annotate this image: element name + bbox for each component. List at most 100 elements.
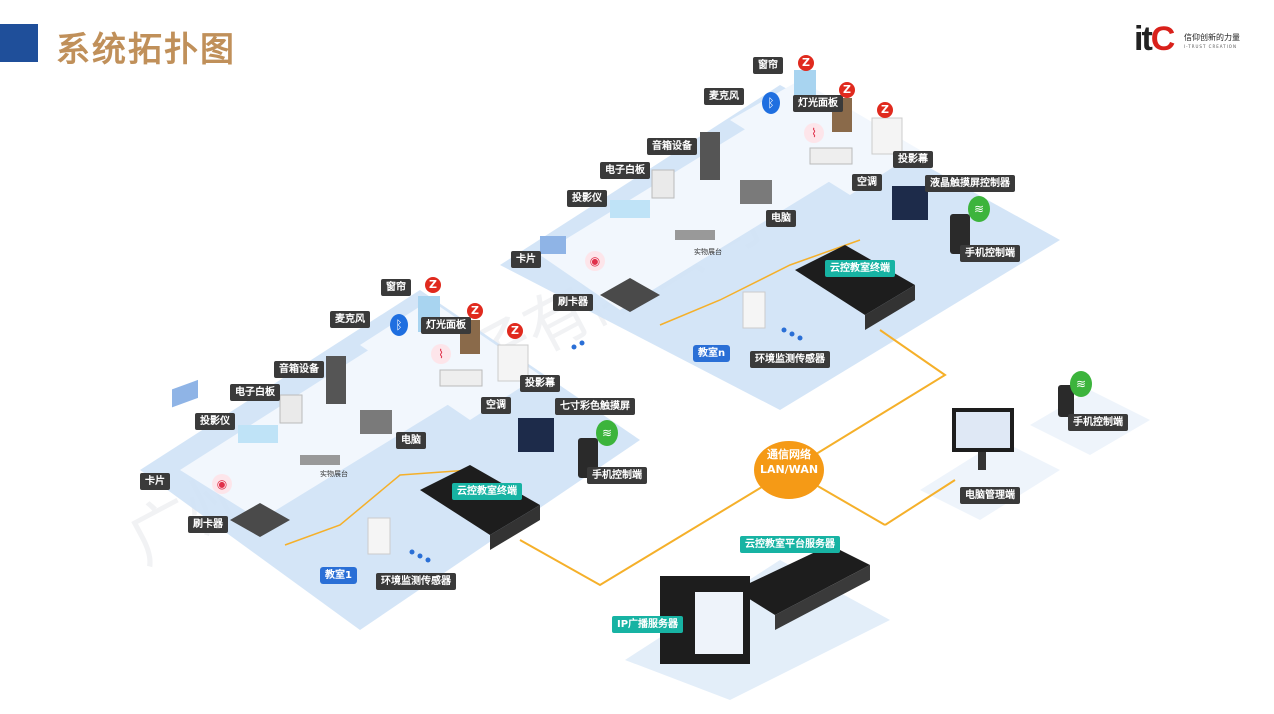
air-conditioner-n xyxy=(809,147,853,165)
label-mobile-1: 手机控制端 xyxy=(587,467,647,484)
label-curtain-1: 窗帘 xyxy=(381,279,411,296)
label-mobile-n: 手机控制端 xyxy=(960,245,1020,262)
label-touch-screen-n: 液晶触摸屏控制器 xyxy=(925,175,1015,192)
zigbee-icon: Z xyxy=(467,303,483,319)
sensor-dot-nc xyxy=(797,335,803,341)
label-card-reader-1: 刷卡器 xyxy=(188,516,228,533)
pc-stand xyxy=(978,452,986,470)
label-light-panel-n: 灯光面板 xyxy=(793,95,843,112)
label-projector-n: 投影仪 xyxy=(567,190,607,207)
sensor-1 xyxy=(367,517,391,555)
label-broadcast-server: IP广播服务器 xyxy=(612,616,684,633)
sensor-dot-nb xyxy=(789,331,795,337)
label-sensor-n: 环境监测传感器 xyxy=(750,351,830,368)
label-microphone-1: 麦克风 xyxy=(330,311,370,328)
zigbee-icon: Z xyxy=(507,323,523,339)
label-screen-n: 投影幕 xyxy=(893,151,933,168)
mgmt-phone xyxy=(1058,385,1074,417)
sensor-dot-1a xyxy=(409,549,415,555)
pc-monitor-screen xyxy=(956,412,1010,448)
logo-mark: itC xyxy=(1134,20,1176,59)
sensor-dot-1e xyxy=(579,340,585,346)
label-speaker-1: 音箱设备 xyxy=(274,361,324,378)
zigbee-icon: Z xyxy=(877,102,893,118)
screen-n xyxy=(871,117,903,155)
terminal-box-1 xyxy=(420,465,540,535)
broadcast-server-screen xyxy=(695,592,743,654)
card-reader-n xyxy=(600,278,660,312)
label-terminal-n: 云控教室终端 xyxy=(825,260,895,277)
wifi-icon: ≋ xyxy=(968,196,990,222)
touch-screen-1 xyxy=(518,418,554,452)
sensor-dot-1b xyxy=(417,553,423,559)
speaker-1 xyxy=(326,356,346,404)
zigbee-icon: Z xyxy=(798,55,814,71)
label-sensor-1: 环境监测传感器 xyxy=(376,573,456,590)
label-room-n: 教室n xyxy=(693,345,731,362)
label-platform-server: 云控教室平台服务器 xyxy=(740,536,840,553)
page-title: 系统拓扑图 xyxy=(56,30,236,70)
title-accent-bar xyxy=(0,24,38,62)
zigbee-icon: Z xyxy=(425,277,441,293)
label-speaker-n: 音箱设备 xyxy=(647,138,697,155)
label-whiteboard-1: 电子白板 xyxy=(230,384,280,401)
network-line1: 通信网络 xyxy=(767,448,811,461)
local-line-n xyxy=(659,239,861,326)
label-whiteboard-n: 电子白板 xyxy=(600,162,650,179)
network-node: 通信网络 LAN/WAN xyxy=(754,441,824,499)
logo-letter-c: C xyxy=(1150,20,1176,58)
label-air-conditioner-n: 空调 xyxy=(852,174,882,191)
label-curtain-n: 窗帘 xyxy=(753,57,783,74)
bluetooth-icon: ᛒ xyxy=(762,92,780,114)
net-line-classroom1 xyxy=(519,469,791,587)
visualizer-n xyxy=(675,230,715,240)
label-computer-1: 电脑 xyxy=(396,432,426,449)
net-line-classroomn xyxy=(789,329,947,471)
pc-floor xyxy=(920,440,1060,520)
card-1 xyxy=(172,379,198,408)
projector-n xyxy=(610,200,650,218)
label-card-1: 卡片 xyxy=(140,473,170,490)
label-visualizer-1: 实物展台 xyxy=(320,470,348,478)
laptop-1 xyxy=(360,410,392,434)
visualizer-1 xyxy=(300,455,340,465)
signal-icon: ⌇ xyxy=(804,123,824,143)
label-terminal-1: 云控教室终端 xyxy=(452,483,522,500)
logo-letter-i: i xyxy=(1134,20,1144,58)
net-line-pc xyxy=(884,479,956,526)
terminal-box-n-side xyxy=(865,285,915,330)
sensor-dot-1c xyxy=(425,557,431,563)
touch-screen-n xyxy=(892,186,928,220)
wifi-icon: ≋ xyxy=(1070,371,1092,397)
whiteboard-1 xyxy=(279,394,303,424)
logo-letter-t: t xyxy=(1141,20,1152,58)
local-line-1 xyxy=(284,469,471,546)
card-reader-1 xyxy=(230,503,290,537)
network-line2: LAN/WAN xyxy=(759,463,819,476)
bluetooth-icon: ᛒ xyxy=(390,314,408,336)
sensor-dot-na xyxy=(781,327,787,333)
signal-icon: ⌇ xyxy=(431,344,451,364)
platform-server xyxy=(735,545,870,615)
label-mgmt-mobile: 手机控制端 xyxy=(1068,414,1128,431)
speaker-n xyxy=(700,132,720,180)
projector-1 xyxy=(238,425,278,443)
logo-tagline-en: I-TRUST CREATION xyxy=(1184,44,1237,49)
label-light-panel-1: 灯光面板 xyxy=(421,317,471,334)
platform-server-side xyxy=(775,565,870,630)
sensor-dot-1d xyxy=(571,344,577,350)
laptop-n xyxy=(740,180,772,204)
zigbee-icon: Z xyxy=(839,82,855,98)
rfid-icon: ◉ xyxy=(212,474,232,494)
sensor-n xyxy=(742,291,766,329)
air-conditioner-1 xyxy=(439,369,483,387)
rfid-icon: ◉ xyxy=(585,251,605,271)
wifi-icon: ≋ xyxy=(596,420,618,446)
classroom-n-floor-inner xyxy=(540,120,840,310)
classroom1-floor-inner xyxy=(180,330,480,520)
label-pc-management: 电脑管理端 xyxy=(960,487,1020,504)
phone-n xyxy=(950,214,970,254)
card-n xyxy=(540,236,566,254)
label-screen-1: 投影幕 xyxy=(520,375,560,392)
